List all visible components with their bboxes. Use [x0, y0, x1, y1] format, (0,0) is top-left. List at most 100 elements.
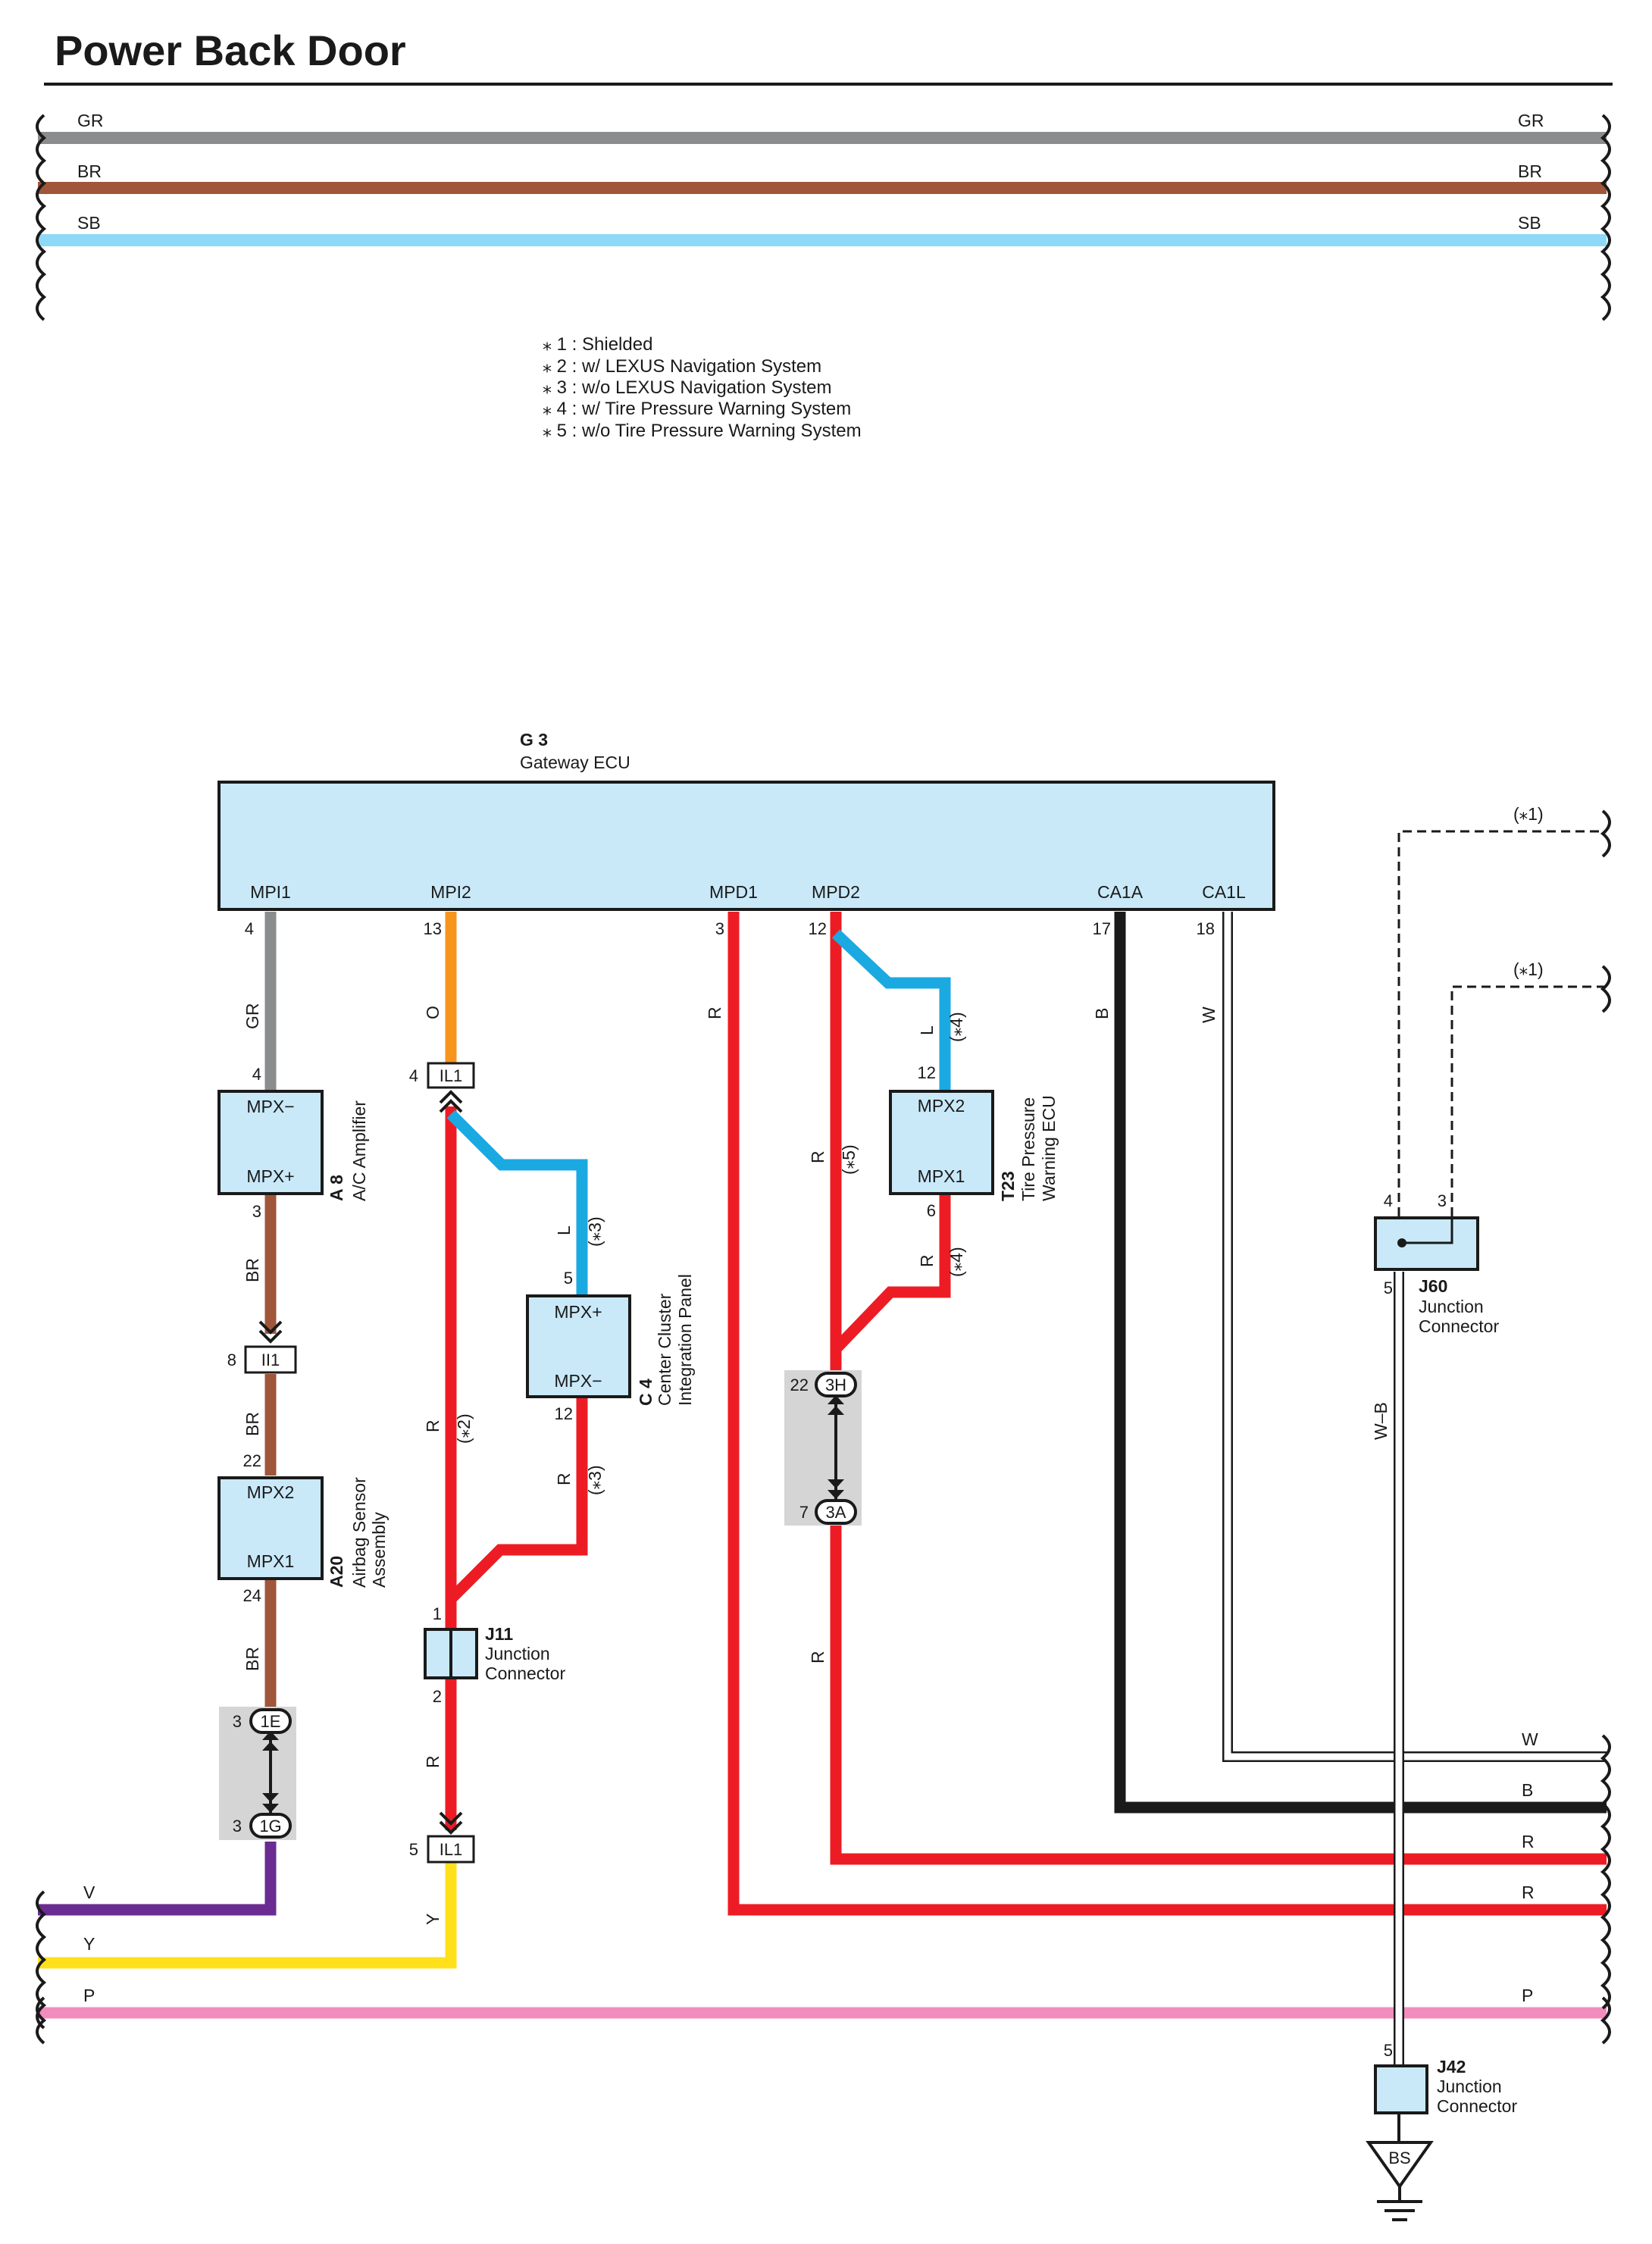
svg-text:3: 3 — [233, 1712, 242, 1731]
connector-1e-1g: 1E 1G 3 3 — [219, 1707, 296, 1840]
svg-text:L: L — [917, 1025, 937, 1035]
svg-text:22: 22 — [790, 1376, 809, 1394]
shield-dashed-lines — [1397, 830, 1607, 1216]
terminal-mpi1: MPI1 — [250, 882, 291, 902]
svg-text:J42: J42 — [1437, 2057, 1466, 2077]
svg-text:(⁎3): (⁎3) — [585, 1465, 605, 1495]
terminal-ca1l: CA1L — [1202, 882, 1246, 902]
svg-text:R: R — [705, 1006, 724, 1019]
svg-text:GR: GR — [1518, 111, 1544, 130]
connector-3h-3a: 3H 3A 22 7 — [784, 1370, 862, 1526]
wire-r-t23 — [831, 1195, 951, 1354]
svg-text:IL1: IL1 — [440, 1840, 463, 1859]
svg-text:SB: SB — [1518, 213, 1541, 233]
shield-label-1: (⁎1) — [1513, 804, 1544, 824]
top-wire-gr: GR GR — [38, 111, 1607, 144]
notes: ⁎ 1 : Shielded ⁎ 2 : w/ LEXUS Navigation… — [543, 334, 862, 441]
svg-text:4: 4 — [1384, 1191, 1393, 1210]
svg-text:Connector: Connector — [485, 1663, 565, 1683]
svg-text:(⁎4): (⁎4) — [946, 1247, 966, 1277]
connector-il1-top: IL1 4 — [409, 1062, 475, 1113]
svg-text:BR: BR — [77, 161, 102, 181]
gateway-ecu: G 3 Gateway ECU MPI1 MPI2 MPD1 MPD2 CA1A… — [217, 730, 1275, 938]
svg-text:5: 5 — [409, 1840, 418, 1859]
svg-text:MPX1: MPX1 — [918, 1166, 965, 1186]
svg-text:W–B: W–B — [1371, 1402, 1391, 1440]
svg-text:A20: A20 — [327, 1556, 346, 1588]
svg-text:18: 18 — [1197, 919, 1215, 938]
svg-text:BR: BR — [1518, 161, 1542, 181]
svg-text:A 8: A 8 — [327, 1175, 346, 1201]
svg-text:MPX2: MPX2 — [918, 1096, 965, 1116]
svg-text:4: 4 — [245, 919, 254, 938]
terminal-mpd2: MPD2 — [812, 882, 860, 902]
svg-text:R: R — [554, 1473, 574, 1485]
svg-text:BR: BR — [242, 1647, 262, 1671]
svg-text:Y: Y — [423, 1914, 443, 1925]
connector-il1-bottom: IL1 5 — [409, 1811, 475, 1864]
terminal-ca1a: CA1A — [1097, 882, 1144, 902]
svg-text:BS: BS — [1388, 2149, 1410, 2167]
svg-text:3: 3 — [715, 919, 724, 938]
svg-text:B: B — [1522, 1780, 1533, 1800]
svg-text:MPX−: MPX− — [246, 1097, 294, 1116]
svg-text:3A: 3A — [826, 1503, 846, 1522]
wire-l-c4 — [446, 1109, 588, 1296]
svg-text:P: P — [83, 1986, 95, 2005]
svg-text:BR: BR — [242, 1412, 262, 1436]
svg-text:1: 1 — [433, 1604, 442, 1623]
svg-text:R: R — [808, 1150, 828, 1163]
wire-y — [38, 1861, 457, 1969]
t23-tire-pressure-ecu: MPX2 MPX1 12 6 T23 Tire Pressure Warning… — [889, 1063, 1059, 1220]
svg-text:MPX−: MPX− — [554, 1371, 602, 1391]
svg-text:Assembly: Assembly — [369, 1512, 389, 1588]
svg-text:Airbag Sensor: Airbag Sensor — [349, 1477, 369, 1588]
svg-text:GR: GR — [77, 111, 104, 130]
svg-text:3: 3 — [1438, 1191, 1447, 1210]
top-break-marks — [36, 114, 1611, 321]
svg-text:L: L — [554, 1225, 574, 1235]
svg-text:GR: GR — [242, 1003, 262, 1030]
svg-text:5: 5 — [1384, 1278, 1393, 1297]
note-4: ⁎ 4 : w/ Tire Pressure Warning System — [543, 399, 851, 419]
wire-r-mpd1 — [727, 912, 1607, 1916]
wire-r-3a — [830, 1523, 1607, 1865]
gateway-name: Gateway ECU — [520, 753, 630, 772]
svg-text:B: B — [1092, 1008, 1112, 1019]
wire-w-outline — [1222, 912, 1607, 1762]
svg-text:5: 5 — [564, 1269, 573, 1288]
svg-text:(⁎2): (⁎2) — [454, 1413, 474, 1444]
svg-text:Warning ECU: Warning ECU — [1039, 1095, 1059, 1201]
svg-text:6: 6 — [927, 1201, 936, 1220]
c4-center-cluster: MPX+ MPX− 5 12 C 4 Center Cluster Integr… — [526, 1269, 695, 1423]
svg-text:Integration Panel: Integration Panel — [675, 1274, 695, 1406]
svg-text:8: 8 — [227, 1350, 236, 1369]
wire-w — [1224, 912, 1607, 1760]
vertical-wire-labels: GR O R B W L (⁎4) BR BR BR L (⁎3) R (⁎3)… — [242, 804, 1544, 1925]
svg-text:(⁎3): (⁎3) — [585, 1216, 605, 1247]
a8-ac-amplifier: MPX− MPX+ 4 3 A 8 A/C Amplifier — [217, 1065, 369, 1221]
j42-junction-connector: 5 J42 Junction Connector — [1374, 2041, 1517, 2116]
svg-text:C 4: C 4 — [636, 1379, 655, 1406]
svg-text:A/C Amplifier: A/C Amplifier — [349, 1100, 369, 1201]
svg-text:R: R — [1522, 1883, 1535, 1902]
svg-text:1E: 1E — [261, 1712, 281, 1731]
top-wire-br: BR BR — [38, 161, 1607, 194]
ground-bs: BS — [1366, 2141, 1434, 2221]
svg-text:J60: J60 — [1419, 1276, 1447, 1296]
note-2: ⁎ 2 : w/ LEXUS Navigation System — [543, 356, 821, 377]
svg-text:J11: J11 — [485, 1624, 513, 1644]
svg-text:5: 5 — [1384, 2041, 1393, 2060]
svg-text:12: 12 — [809, 919, 827, 938]
svg-text:V: V — [83, 1883, 95, 1902]
svg-text:W: W — [1522, 1729, 1538, 1749]
j11-junction-connector: 1 2 J11 Junction Connector — [424, 1604, 565, 1706]
svg-text:IL1: IL1 — [440, 1066, 463, 1085]
svg-text:T23: T23 — [998, 1171, 1018, 1201]
svg-text:13: 13 — [424, 919, 442, 938]
svg-text:MPX2: MPX2 — [247, 1482, 295, 1502]
svg-text:Junction: Junction — [1437, 2077, 1502, 2096]
svg-text:R: R — [423, 1419, 443, 1432]
svg-text:22: 22 — [243, 1451, 261, 1470]
